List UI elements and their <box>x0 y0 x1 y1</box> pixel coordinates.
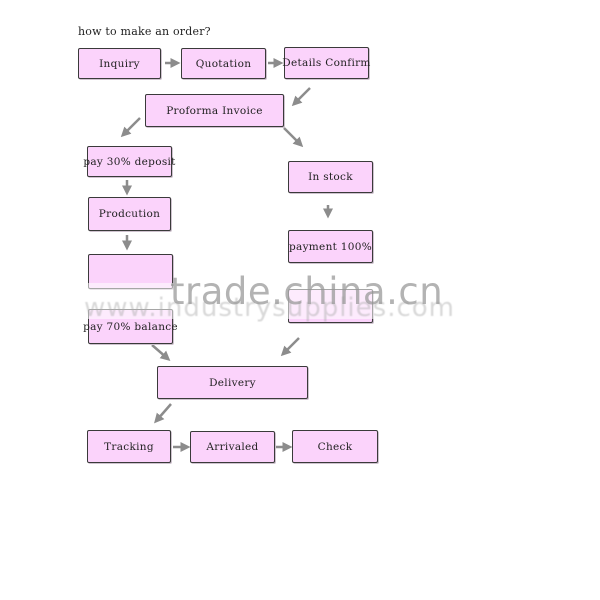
node-in-stock: In stock <box>288 161 373 193</box>
arrow-right-delivery <box>280 337 300 357</box>
arrow-proforma-instock <box>283 127 304 148</box>
arrow-delivery-tracking <box>154 403 172 424</box>
watermark: trade.china.cn <box>170 270 444 313</box>
node-inquiry: Inquiry <box>78 48 161 79</box>
watermark-sub: www.industrysupplies.com <box>84 293 455 323</box>
node-production: Prodcution <box>88 197 171 231</box>
node-tracking: Tracking <box>87 430 171 463</box>
arrow-balance-delivery <box>151 344 171 361</box>
watermark-band <box>60 283 535 319</box>
node-delivery: Delivery <box>157 366 308 399</box>
page-title: how to make an order? <box>78 25 211 38</box>
node-details-confirm: Details Confirm <box>282 47 370 79</box>
node-pay-deposit: pay 30% deposit <box>83 146 175 177</box>
node-quotation: Quotation <box>181 48 266 79</box>
arrow-proforma-deposit <box>120 117 141 138</box>
node-check: Check <box>292 430 378 463</box>
node-proforma-invoice: Proforma Invoice <box>145 94 284 127</box>
node-arrivaled: Arrivaled <box>190 431 275 463</box>
arrow-details-proforma <box>291 87 311 107</box>
node-payment-full: payment 100% <box>288 230 373 263</box>
